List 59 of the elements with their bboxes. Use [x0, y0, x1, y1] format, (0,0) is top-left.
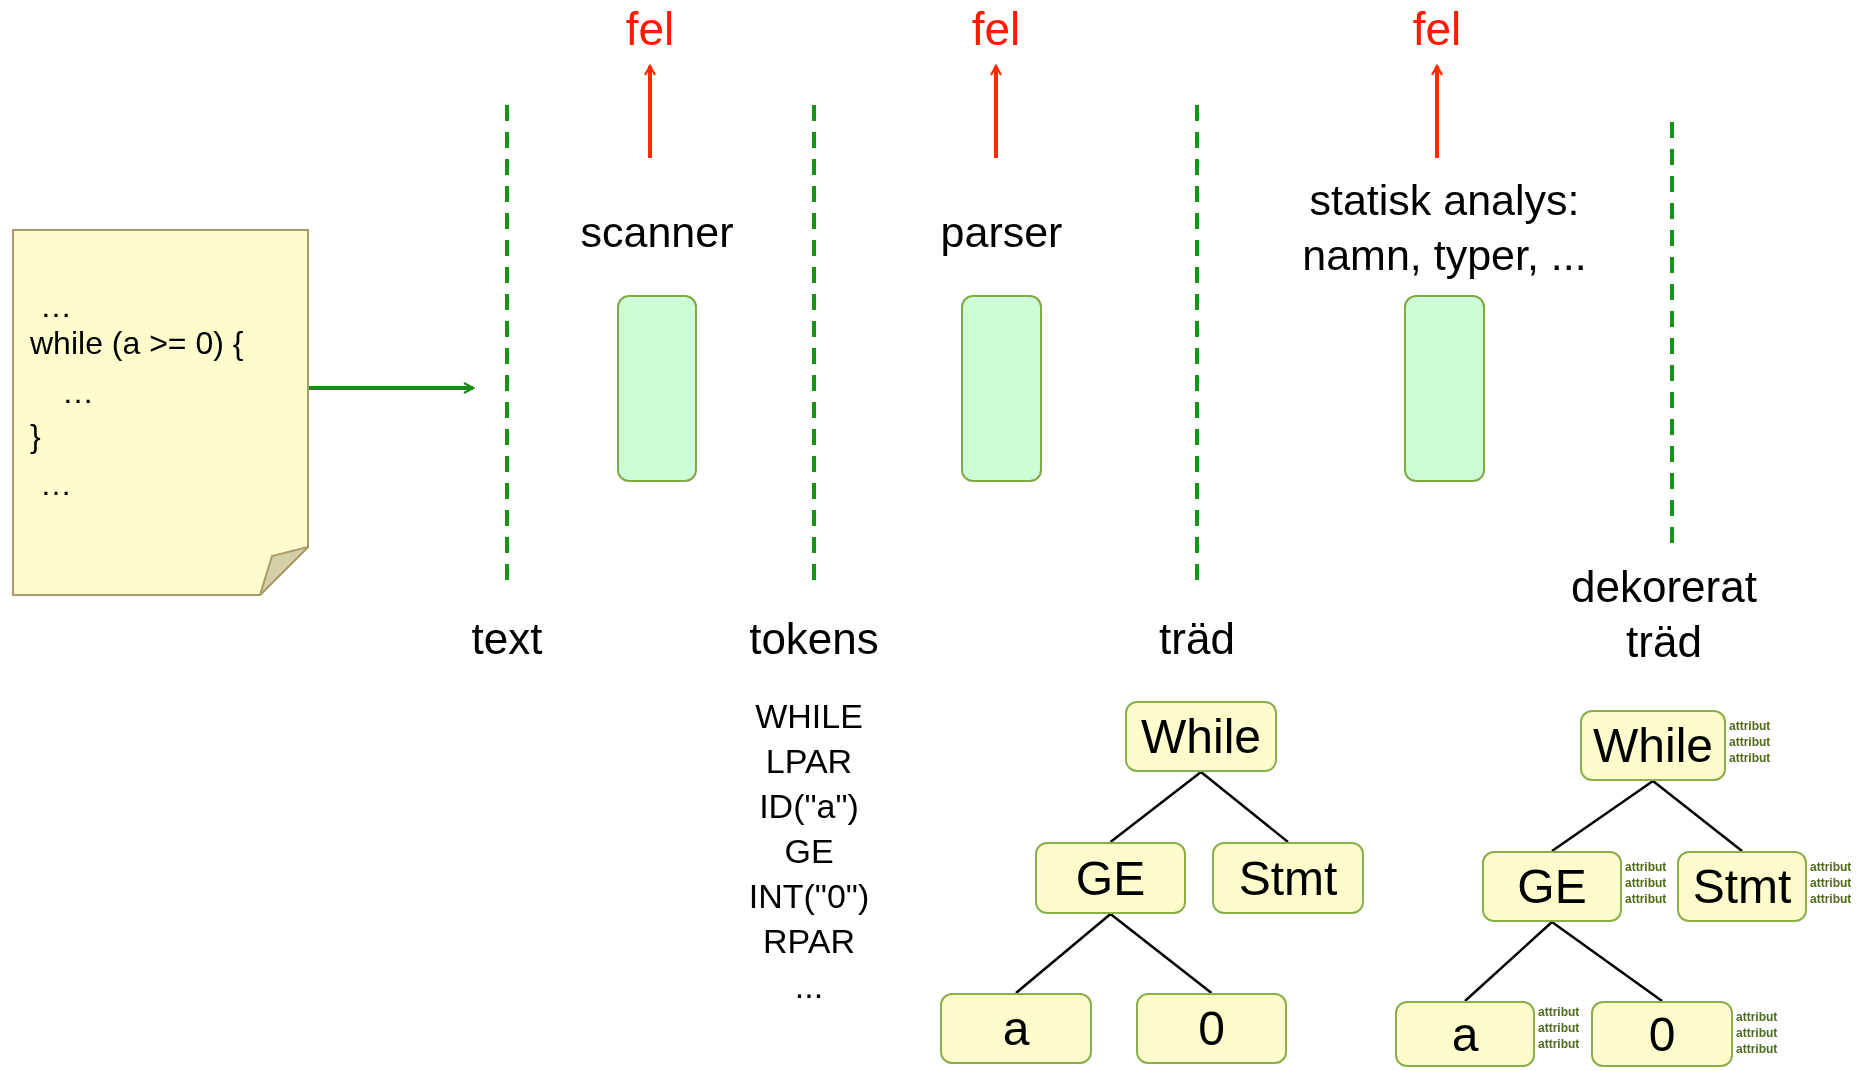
attribute-label: attribut: [1810, 859, 1852, 875]
stage-title: statisk analys: namn, typer, ...: [1301, 175, 1588, 281]
tree-branch-line: [1551, 779, 1654, 853]
tree-branch-line: [1464, 921, 1553, 1002]
attribute-label: attribut: [1538, 1036, 1580, 1052]
phase-label: dekorerat träd: [1570, 561, 1758, 668]
tree-branch-line: [1109, 913, 1213, 994]
tree-node: GE: [1035, 842, 1186, 914]
attribute-label: attribut: [1810, 875, 1852, 891]
stage-title: parser: [940, 207, 1063, 258]
tree-branch-line: [1551, 921, 1663, 1002]
attribute-label: attribut: [1538, 1004, 1580, 1020]
token-label: WHILE: [755, 697, 863, 736]
tree-node: While: [1580, 710, 1726, 781]
tree-node: 0: [1591, 1001, 1733, 1067]
tree-node: GE: [1482, 851, 1622, 922]
tree-node: 0: [1136, 993, 1287, 1064]
attribute-label: attribut: [1729, 750, 1771, 766]
tree-branch-line: [1652, 780, 1743, 852]
code-line: …: [40, 466, 72, 503]
attribute-label: attribut: [1625, 891, 1667, 907]
attribute-label: attribut: [1736, 1009, 1778, 1025]
tree-node: Stmt: [1677, 851, 1807, 922]
arrow: [989, 64, 1003, 158]
error-label: fel: [1412, 2, 1462, 56]
code-line: }: [30, 418, 41, 455]
tree-branch-line: [1200, 771, 1289, 843]
stage-title: scanner: [580, 207, 734, 258]
token-label: ...: [794, 967, 824, 1006]
arrow: [309, 381, 475, 395]
attribute-label: attribut: [1729, 734, 1771, 750]
tree-branch-line: [1109, 771, 1202, 843]
tree-node: a: [940, 993, 1092, 1064]
tree-node: Stmt: [1212, 842, 1364, 914]
attribute-label: attribut: [1736, 1025, 1778, 1041]
error-label: fel: [625, 2, 675, 56]
phase-label: tokens: [748, 613, 880, 665]
tree-node: a: [1395, 1001, 1535, 1067]
code-line: …: [40, 288, 72, 325]
attribute-label: attribut: [1625, 859, 1667, 875]
attribute-label: attribut: [1736, 1041, 1778, 1057]
attribute-label: attribut: [1810, 891, 1852, 907]
tree-node: While: [1125, 701, 1277, 772]
code-line: …: [62, 374, 94, 411]
attribute-label: attribut: [1625, 875, 1667, 891]
token-label: ID("a"): [759, 787, 859, 826]
token-label: RPAR: [763, 922, 855, 961]
tree-branch-line: [1015, 913, 1112, 994]
token-label: GE: [784, 832, 834, 871]
token-label: INT("0"): [748, 877, 870, 916]
error-label: fel: [971, 2, 1021, 56]
attribute-label: attribut: [1729, 718, 1771, 734]
phase-label: text: [470, 613, 544, 665]
arrow: [643, 64, 657, 158]
code-line: while (a >= 0) {: [30, 325, 244, 362]
attribute-label: attribut: [1538, 1020, 1580, 1036]
token-label: LPAR: [765, 742, 853, 781]
phase-label: träd: [1158, 613, 1236, 665]
arrow: [1430, 64, 1444, 158]
